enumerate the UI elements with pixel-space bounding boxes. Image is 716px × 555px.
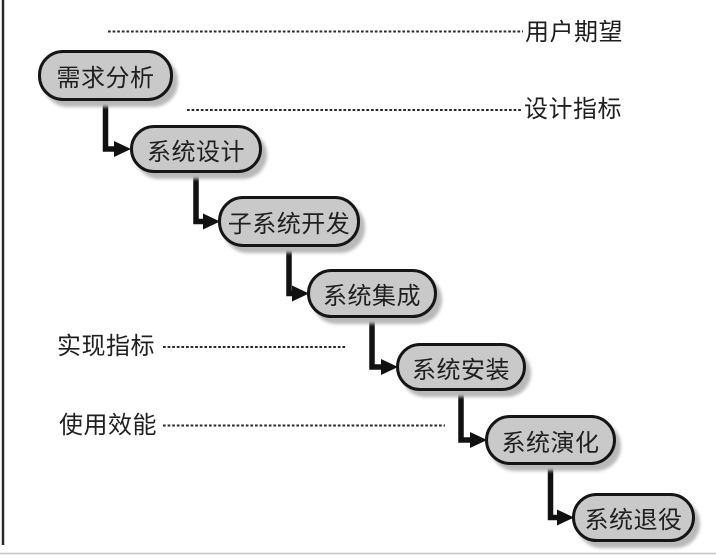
stage-system-retirement: 系统退役 xyxy=(572,493,695,542)
stage-label: 子系统开发 xyxy=(227,212,351,238)
stage-label: 需求分析 xyxy=(56,66,155,92)
arrowhead-icon xyxy=(381,359,398,375)
arrowhead-icon xyxy=(557,509,574,526)
arrowhead-icon xyxy=(114,141,131,157)
stage-system-integration: 系统集成 xyxy=(307,269,437,318)
connector-6-7 xyxy=(547,461,574,526)
annotation-usage-effectiveness: 使用效能 xyxy=(59,413,157,439)
stage-requirements-analysis: 需求分析 xyxy=(38,50,173,101)
arrowhead-icon xyxy=(203,213,220,230)
stage-system-design: 系统设计 xyxy=(130,125,262,173)
stage-system-evolution: 系统演化 xyxy=(485,415,616,465)
connector-4-5 xyxy=(369,314,398,375)
connector-5-6 xyxy=(458,387,487,448)
annotation-user-expectation: 用户期望 xyxy=(525,20,623,46)
annotation-implementation-metrics: 实现指标 xyxy=(57,334,155,360)
connector-2-3 xyxy=(193,169,220,230)
arrowhead-icon xyxy=(292,285,309,302)
connector-3-4 xyxy=(286,243,309,302)
stage-label: 系统退役 xyxy=(584,508,683,534)
stage-label: 系统设计 xyxy=(147,139,245,166)
stage-label: 系统安装 xyxy=(412,357,510,384)
stage-system-installation: 系统安装 xyxy=(396,343,526,391)
annotation-design-metrics: 设计指标 xyxy=(524,97,622,123)
arrowhead-icon xyxy=(470,432,487,448)
stage-subsystem-development: 子系统开发 xyxy=(218,196,360,247)
stage-label: 系统集成 xyxy=(323,284,421,310)
stage-label: 系统演化 xyxy=(501,430,600,457)
connector-1-2 xyxy=(102,97,131,157)
